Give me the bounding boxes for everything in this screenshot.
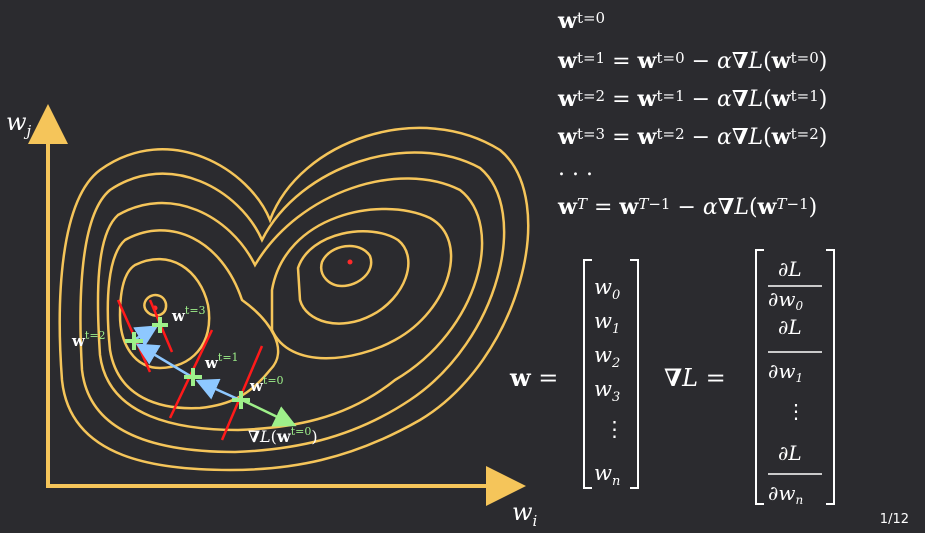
svg-text:∂wn: ∂wn — [768, 481, 803, 507]
label-p2: wt=2 — [71, 329, 106, 350]
bracket-left-g — [755, 249, 764, 505]
label-p1: wt=1 — [204, 351, 239, 372]
marker-p2 — [125, 332, 143, 350]
vector-grad-lhs: ∇L = — [664, 363, 726, 392]
svg-text:∂L: ∂L — [778, 257, 802, 281]
minimum-right-dot — [347, 259, 353, 265]
contour-lines — [58, 126, 530, 472]
vector-w: w = w0 w1 w2 w3 ⋮ wn — [509, 259, 639, 489]
marker-p3 — [152, 317, 168, 333]
equation-0: wt=0 — [558, 8, 606, 34]
equation-3: wt=3 = wt=2 − α∇L(wt=2) — [558, 124, 828, 150]
w-entry-dots: ⋮ — [604, 417, 625, 441]
bracket-left-w — [583, 259, 592, 489]
grad-entry-dots: ⋮ — [786, 399, 806, 423]
w-entry-1: w1 — [594, 309, 620, 337]
contour-3 — [96, 177, 484, 432]
grad-entry-n: ∂L ∂wn — [768, 441, 822, 507]
label-p3: wt=3 — [171, 304, 206, 325]
step-1-2 — [135, 343, 193, 379]
svg-text:∂w1: ∂w1 — [768, 359, 803, 385]
grad-entry-1: ∂L ∂w1 — [768, 315, 822, 385]
axes — [27, 104, 526, 506]
w-entry-2: w2 — [594, 343, 620, 371]
w-entry-3: w3 — [594, 377, 620, 405]
contour-5 — [270, 207, 453, 360]
x-axis-label: wi — [512, 498, 538, 530]
equation-2: wt=2 = wt=1 − α∇L(wt=1) — [558, 86, 828, 112]
contour-1 — [58, 126, 530, 472]
y-axis-label: wj — [6, 108, 32, 140]
contour-7 — [296, 230, 410, 325]
equation-ellipsis: . . . — [558, 156, 593, 181]
equation-T: wT = wT−1 − α∇L(wT−1) — [558, 194, 818, 220]
tangent-lines — [116, 299, 264, 441]
vector-w-lhs: w = — [509, 363, 558, 392]
svg-text:∂L: ∂L — [778, 441, 802, 465]
w-entry-0: w0 — [594, 275, 620, 303]
marker-p1 — [184, 368, 202, 386]
bracket-right-w — [630, 259, 639, 489]
contour-2 — [79, 151, 506, 454]
svg-text:∂w0: ∂w0 — [768, 287, 803, 313]
w-entry-n: wn — [594, 461, 620, 489]
equation-1: wt=1 = wt=0 − α∇L(wt=0) — [558, 48, 828, 74]
contour-9 — [143, 293, 168, 317]
descent-path — [133, 325, 241, 402]
bracket-right-g — [826, 249, 835, 505]
point-markers — [125, 317, 250, 409]
slide-number: 1/12 — [879, 512, 909, 527]
step-0-1 — [195, 378, 241, 402]
marker-p0 — [232, 391, 250, 409]
contour-8 — [319, 244, 373, 288]
step-2-3 — [133, 325, 159, 347]
vector-grad: ∇L = ∂L ∂w0 ∂L ∂w1 ⋮ ∂L ∂wn — [664, 249, 835, 507]
svg-text:∂L: ∂L — [778, 315, 802, 339]
grad-entry-0: ∂L ∂w0 — [768, 257, 822, 313]
label-p0: wt=0 — [249, 374, 284, 395]
gradient-arrow — [241, 398, 297, 427]
